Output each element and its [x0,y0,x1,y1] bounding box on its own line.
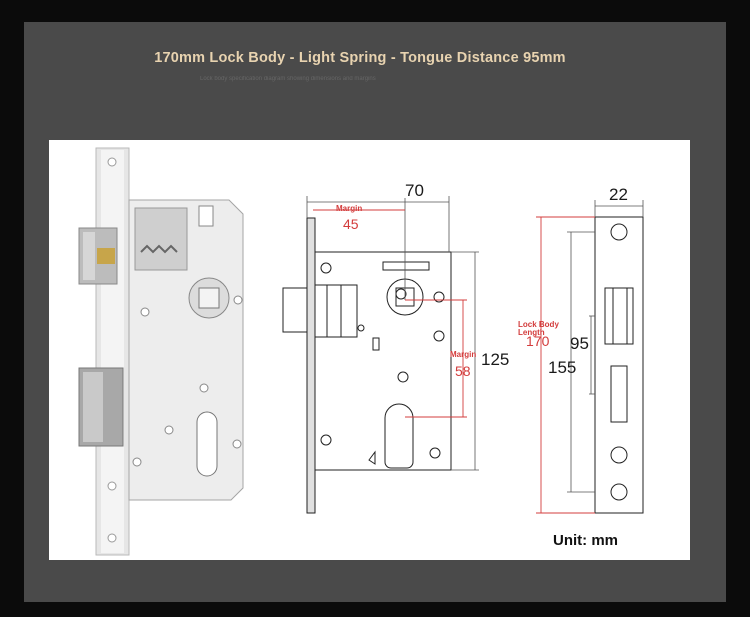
margin2-value: 58 [455,363,471,379]
margin-value: 45 [343,216,359,232]
page-subtitle: Lock body specification diagram showing … [200,76,376,82]
height-label: 125 [481,350,510,369]
lock-diagram [78,147,644,556]
faceplate-width-label: 22 [609,185,628,204]
page-title: 170mm Lock Body - Light Spring - Tongue … [154,50,566,66]
faceplate-drawing [594,216,644,514]
margin-label: Margin [336,204,363,213]
faceplate-height-label: 155 [548,358,577,377]
diagram-panel: 70 Margin 45 125 Margin 58 22 Lock Body … [49,140,690,560]
lock-body-length-value: 170 [526,333,550,349]
tongue-distance-label: 95 [570,334,589,353]
width-label: 70 [405,181,424,200]
side-margin-markers [313,209,467,418]
lock-body-length-label: Lock Body Length [518,320,559,337]
unit-label: Unit: mm [553,532,618,549]
side-dimensions [306,196,479,471]
side-drawing [282,217,452,514]
faceplate-dimensions [567,200,644,493]
lock-body-length-marker [536,216,595,514]
margin2-label: Margin [450,350,477,359]
lock-photo [78,147,244,556]
